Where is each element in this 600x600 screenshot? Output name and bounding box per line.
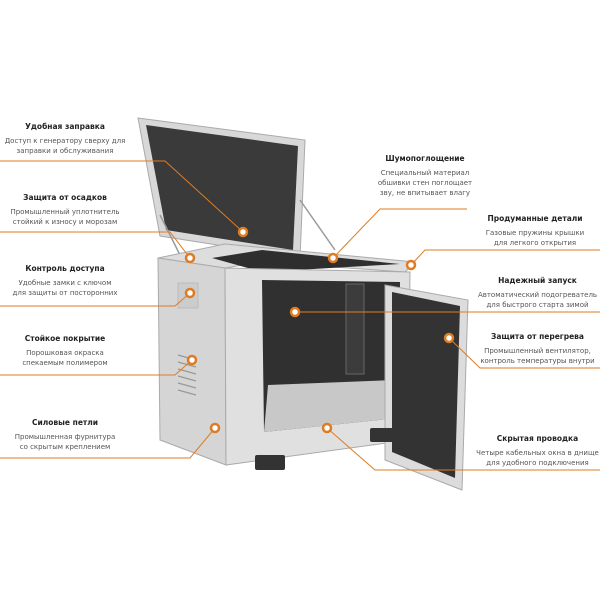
feature-weather-protection: Защита от осадков Промышленный уплотните…	[10, 193, 120, 226]
feature-coating: Стойкое покрытие Порошковая окраска спек…	[22, 334, 108, 367]
feature-hinges: Силовые петли Промышленная фурнитура со …	[14, 418, 116, 451]
feature-sound-absorption: Шумопоглощение Специальный материал обши…	[377, 154, 473, 197]
feature-overheat-protection: Защита от перегрева Промышленный вентиля…	[480, 332, 595, 365]
lid-panel	[146, 125, 298, 250]
feature-access-control: Контроль доступа Удобные замки с ключом …	[12, 264, 118, 297]
feature-refueling: Удобная заправка Доступ к генератору све…	[4, 122, 126, 155]
feature-gas-springs: Продуманные детали Газовые пружины крышк…	[485, 214, 585, 247]
feature-reliable-start: Надежный запуск Автоматический подогрева…	[477, 276, 598, 309]
leader-lines	[0, 160, 600, 471]
hotspot-dots	[184, 226, 455, 434]
feature-hidden-wiring: Скрытая проводка Четыре кабельных окна в…	[476, 434, 599, 467]
